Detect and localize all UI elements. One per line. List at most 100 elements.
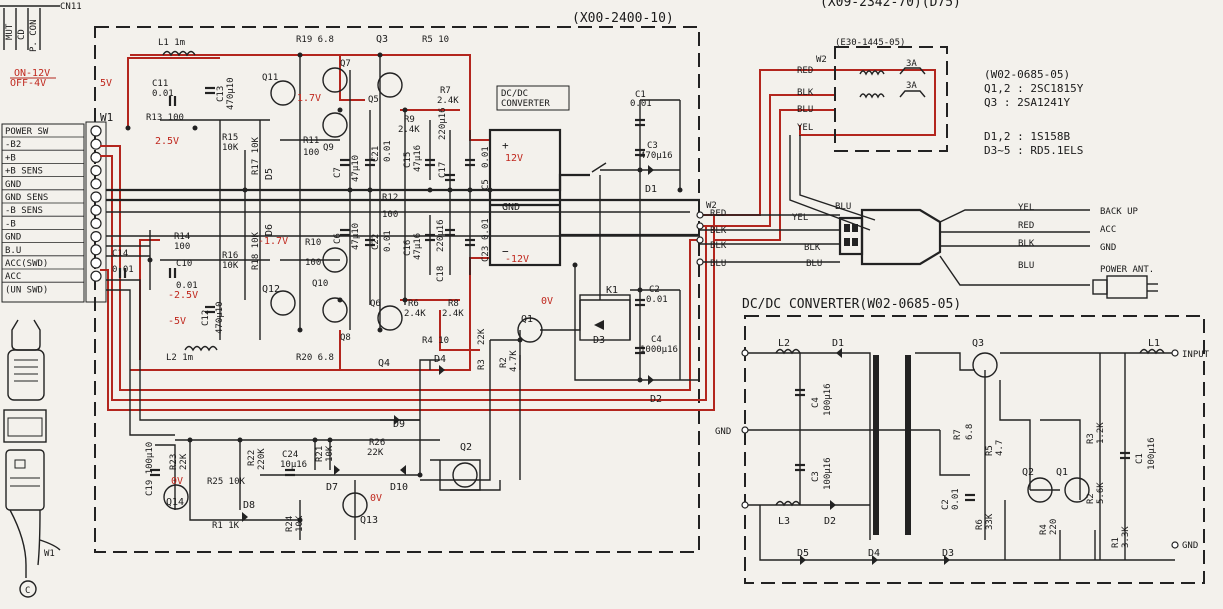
- dcdc-detail-labels: L2 D1 Q3 L1 INPUT C4 100µ16 C3 100µ16 GN…: [715, 338, 1210, 559]
- dcdc-detail-circuit: [741, 348, 1179, 565]
- w1-pin-label: ACC(SWD): [5, 259, 48, 269]
- harness-wire-labels-top: RED BLK BLU YEL: [797, 66, 814, 133]
- svg-text:R7: R7: [953, 429, 963, 440]
- svg-text:Q12: Q12: [262, 284, 280, 295]
- svg-text:D2: D2: [824, 516, 836, 527]
- svg-text:C17: C17: [438, 162, 448, 178]
- power-ant-connector: [1106, 275, 1148, 299]
- svg-text:R11: R11: [303, 136, 319, 146]
- svg-text:K1: K1: [606, 285, 618, 296]
- svg-text:R5: R5: [985, 445, 995, 456]
- svg-text:Q2: Q2: [460, 442, 472, 453]
- svg-text:10K: 10K: [295, 515, 305, 532]
- dcdc-converter-box: [488, 128, 562, 267]
- svg-text:R7: R7: [440, 86, 451, 96]
- svg-text:C22: C22: [371, 234, 381, 250]
- svg-text:C12: C12: [201, 310, 211, 326]
- svg-text:C1: C1: [635, 90, 646, 100]
- svg-text:0.01: 0.01: [951, 488, 961, 510]
- svg-text:Q10: Q10: [312, 279, 328, 289]
- svg-text:0V: 0V: [370, 493, 382, 504]
- svg-text:-5V: -5V: [168, 316, 186, 327]
- svg-text:100: 100: [305, 258, 321, 268]
- svg-text:GND: GND: [1182, 541, 1198, 551]
- svg-text:10µ16: 10µ16: [280, 460, 307, 470]
- w1-pin-terminal: [90, 178, 102, 190]
- svg-text:R1 1K: R1 1K: [212, 521, 240, 531]
- svg-text:CD: CD: [17, 29, 27, 40]
- svg-text:1.7V: 1.7V: [297, 93, 321, 104]
- svg-text:D6: D6: [264, 224, 275, 236]
- svg-text:C14: C14: [112, 249, 128, 259]
- svg-text:C11: C11: [152, 79, 168, 89]
- dcdc-gnd: GND: [502, 202, 520, 213]
- w1-pin-terminal: [90, 217, 102, 229]
- svg-text:470µ16: 470µ16: [640, 151, 673, 161]
- w1-pin-terminal: [90, 270, 102, 282]
- svg-text:INPUT: INPUT: [1182, 350, 1210, 360]
- w2-top-label: W2: [816, 55, 827, 65]
- svg-text:Q7: Q7: [340, 59, 351, 69]
- output-wire-label: ACC: [1100, 225, 1116, 235]
- svg-text:4.7K: 4.7K: [509, 350, 519, 372]
- svg-text:2.4K: 2.4K: [442, 309, 464, 319]
- output-wire-color: RED: [1018, 221, 1034, 231]
- svg-text:D1,2 : 1S158B: D1,2 : 1S158B: [984, 130, 1070, 143]
- svg-text:5V: 5V: [100, 78, 112, 89]
- svg-text:R25 10K: R25 10K: [207, 477, 246, 487]
- output-wire-color: BLU: [1018, 261, 1034, 271]
- svg-text:10K: 10K: [222, 261, 239, 271]
- svg-text:R21: R21: [315, 446, 325, 462]
- w1-pin-terminal: [90, 138, 102, 150]
- svg-text:R15: R15: [222, 133, 238, 143]
- svg-text:0.01: 0.01: [112, 265, 134, 275]
- svg-text:5.6K: 5.6K: [1096, 482, 1106, 504]
- svg-text:D9: D9: [393, 419, 405, 430]
- capacitor-symbols: [118, 86, 645, 477]
- connector-c-circle: [19, 580, 37, 598]
- svg-text:BLK: BLK: [710, 226, 727, 236]
- svg-text:Q3 : 2SA1241Y: Q3 : 2SA1241Y: [984, 96, 1070, 109]
- output-wire-label: BACK UP: [1100, 207, 1139, 217]
- svg-text:GND: GND: [715, 427, 731, 437]
- board-output-pins: [696, 211, 704, 266]
- svg-text:D3: D3: [942, 548, 954, 559]
- w1-pin-terminal: [90, 257, 102, 269]
- w1-pin-label: -B SENS: [5, 206, 43, 216]
- svg-text:Q1: Q1: [521, 314, 533, 325]
- svg-text:R18 10K: R18 10K: [251, 231, 261, 270]
- svg-text:BLK: BLK: [797, 88, 814, 98]
- svg-text:12V: 12V: [505, 153, 523, 164]
- svg-text:D1: D1: [832, 338, 844, 349]
- svg-text:Q1,2 : 2SC1815Y: Q1,2 : 2SC1815Y: [984, 82, 1084, 95]
- w1-pin-label: B.U: [5, 246, 21, 256]
- w1-bottom-label: W1: [44, 549, 55, 559]
- w1-pin-label: POWER SW: [5, 127, 49, 137]
- output-wire-color: YEL: [1018, 203, 1034, 213]
- svg-text:22K: 22K: [477, 328, 487, 345]
- top-right-part-number: (X09-2342-70)(D75): [820, 0, 961, 10]
- svg-text:R4: R4: [1039, 524, 1049, 535]
- svg-text:0.01: 0.01: [176, 281, 198, 291]
- svg-text:Q11: Q11: [262, 73, 278, 83]
- svg-text:100: 100: [382, 210, 398, 220]
- svg-text:R1: R1: [1111, 537, 1121, 548]
- svg-text:D7: D7: [326, 482, 338, 493]
- svg-text:MUT: MUT: [5, 23, 15, 40]
- svg-text:L1: L1: [1148, 338, 1160, 349]
- w1-pin-label: GND SENS: [5, 193, 48, 203]
- svg-text:Q3: Q3: [972, 338, 984, 349]
- svg-text:0V: 0V: [541, 296, 553, 307]
- svg-text:10K: 10K: [222, 143, 239, 153]
- svg-text:Q3: Q3: [376, 34, 388, 45]
- coils: [162, 50, 218, 352]
- svg-text:R10: R10: [305, 238, 321, 248]
- svg-text:C4: C4: [811, 397, 821, 408]
- svg-text:C19 100µ10: C19 100µ10: [145, 442, 155, 496]
- svg-text:C1: C1: [1135, 453, 1145, 464]
- svg-text:C4: C4: [651, 335, 662, 345]
- w1-pin-label: -B: [5, 219, 16, 229]
- svg-text:R12: R12: [382, 193, 398, 203]
- svg-text:BLU: BLU: [806, 259, 822, 269]
